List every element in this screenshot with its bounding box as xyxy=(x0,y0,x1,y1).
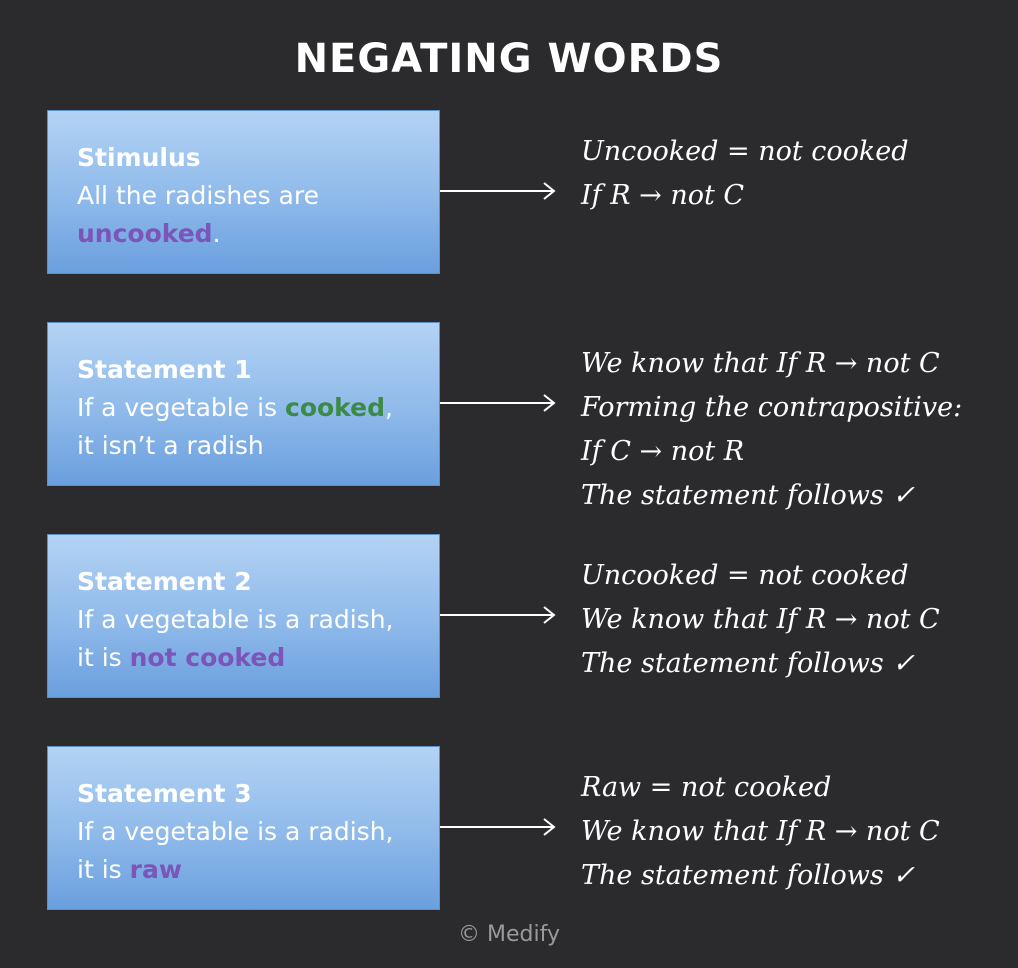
statement-3-label: Statement 3 xyxy=(77,779,252,808)
statement-2-line-2: it is not cooked xyxy=(77,639,439,677)
highlight-raw: raw xyxy=(129,855,182,884)
note-line: We know that If R → not C xyxy=(581,816,940,847)
note-line: The statement follows ✓ xyxy=(581,480,915,511)
statement-2-line-1: If a vegetable is a radish, xyxy=(77,605,394,634)
highlight-uncooked: uncooked xyxy=(77,219,213,248)
statement-1-label: Statement 1 xyxy=(77,355,252,384)
note-line: The statement follows ✓ xyxy=(581,648,915,679)
stimulus-box: Stimulus All the radishes are uncooked. xyxy=(47,110,440,274)
statement-3-line-2: it is raw xyxy=(77,851,439,889)
note-line: We know that If R → not C xyxy=(581,604,940,635)
statement-2-text-pre: it is xyxy=(77,643,130,672)
statement-3-text-pre: it is xyxy=(77,855,130,884)
note-line: Uncooked = not cooked xyxy=(581,136,909,167)
stimulus-period: . xyxy=(212,219,221,248)
highlight-cooked: cooked xyxy=(285,393,385,422)
statement-1-line-2: it isn’t a radish xyxy=(77,431,264,460)
stimulus-line-2: uncooked. xyxy=(77,215,439,253)
statement-2-box: Statement 2 If a vegetable is a radish, … xyxy=(47,534,440,698)
statement-3-notes: Raw = not cooked We know that If R → not… xyxy=(581,766,940,898)
copyright-footer: © Medify xyxy=(458,922,560,947)
note-line: The statement follows ✓ xyxy=(581,860,915,891)
stimulus-notes: Uncooked = not cooked If R → not C xyxy=(581,130,909,218)
arrow-icon xyxy=(440,182,556,200)
arrow-icon xyxy=(440,606,556,624)
page-title: NEGATING WORDS xyxy=(294,36,724,82)
statement-1-notes: We know that If R → not C Forming the co… xyxy=(581,342,962,518)
stimulus-line-1: All the radishes are xyxy=(77,181,319,210)
statement-1-line-1: If a vegetable is cooked, xyxy=(77,389,439,427)
statement-1-comma: , xyxy=(384,393,393,422)
arrow-icon xyxy=(440,394,556,412)
note-line: Forming the contrapositive: xyxy=(581,392,963,423)
note-line: We know that If R → not C xyxy=(581,348,940,379)
statement-2-label: Statement 2 xyxy=(77,567,252,596)
statement-1-text-pre: If a vegetable is xyxy=(77,393,285,422)
note-line: Raw = not cooked xyxy=(581,772,832,803)
statement-3-line-1: If a vegetable is a radish, xyxy=(77,817,394,846)
arrow-icon xyxy=(440,818,556,836)
statement-2-notes: Uncooked = not cooked We know that If R … xyxy=(581,554,940,686)
note-line: Uncooked = not cooked xyxy=(581,560,909,591)
statement-3-box: Statement 3 If a vegetable is a radish, … xyxy=(47,746,440,910)
highlight-not-cooked: not cooked xyxy=(129,643,286,672)
note-line: If R → not C xyxy=(581,180,745,211)
note-line: If C → not R xyxy=(581,436,745,467)
stimulus-label: Stimulus xyxy=(77,143,201,172)
statement-1-box: Statement 1 If a vegetable is cooked, it… xyxy=(47,322,440,486)
